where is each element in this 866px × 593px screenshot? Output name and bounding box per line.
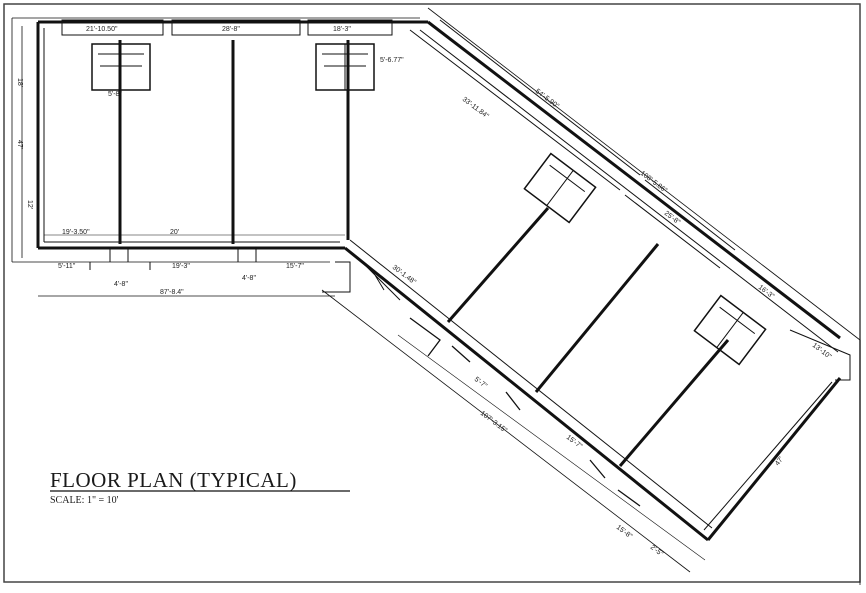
dim-upper-small: 5'-6.77" — [380, 57, 404, 64]
north-window-strip — [409, 19, 641, 191]
dim-right-end: 47' — [774, 456, 785, 468]
dim-top-1: 21'-10.50" — [86, 26, 118, 33]
dim-diag-bot-3: 107'-3.15" — [479, 410, 509, 435]
dim-bottom-small-1: 5'-11" — [58, 263, 76, 270]
diag-dim-frame-top — [427, 7, 861, 341]
dim-diag-bot-6: 2'-5" — [649, 544, 665, 558]
top-window-bays — [61, 19, 393, 36]
sheet-border — [3, 3, 861, 583]
dim-bottom-small-2: 4'-8" — [114, 281, 128, 288]
plan-title: FLOOR PLAN (TYPICAL) — [50, 468, 297, 492]
demising-wall-6 — [618, 339, 730, 467]
diag-south-wall — [344, 246, 709, 542]
dim-diag-top-1: 33'-11.84" — [461, 96, 490, 121]
left-wing-inner-wall — [43, 28, 340, 243]
dim-stair-1: 5'-8" — [108, 91, 122, 98]
dim-bottom-2: 20' — [170, 229, 179, 236]
dim-bottom-3: 19'-3" — [172, 263, 190, 270]
dim-bottom-total: 87'-8.4" — [160, 289, 184, 296]
title-block: FLOOR PLAN (TYPICAL) SCALE: 1" = 10' — [50, 468, 350, 506]
plan-scale: SCALE: 1" = 10' — [50, 495, 119, 506]
diagonal-wing — [321, 7, 861, 585]
dim-diag-top-3: 108'-5.86" — [639, 170, 669, 195]
dim-top-3: 18'-3" — [333, 26, 351, 33]
left-wing — [11, 17, 428, 297]
demising-wall-5 — [534, 243, 660, 393]
diag-east-wall — [706, 377, 842, 541]
dim-top-2: 28'-8" — [222, 26, 240, 33]
diag-dim-frame-bottom — [321, 289, 691, 573]
dim-bottom-4: 15'-7" — [286, 263, 304, 270]
south-door-bays — [409, 317, 641, 507]
dim-diag-bot-2: 5'-7" — [473, 376, 489, 390]
dim-bottom-1: 19'-3.50" — [62, 229, 90, 236]
dim-left-1: 18' — [16, 78, 23, 87]
dim-left-2: 47' — [16, 140, 23, 149]
diag-north-wall — [427, 20, 841, 340]
dim-left-3: 12' — [26, 200, 33, 209]
bottom-door-notches — [89, 248, 257, 270]
dim-bottom-small-3: 4'-8" — [242, 275, 256, 282]
demising-wall-4 — [446, 207, 550, 323]
left-wing-dim-frame — [11, 17, 420, 263]
